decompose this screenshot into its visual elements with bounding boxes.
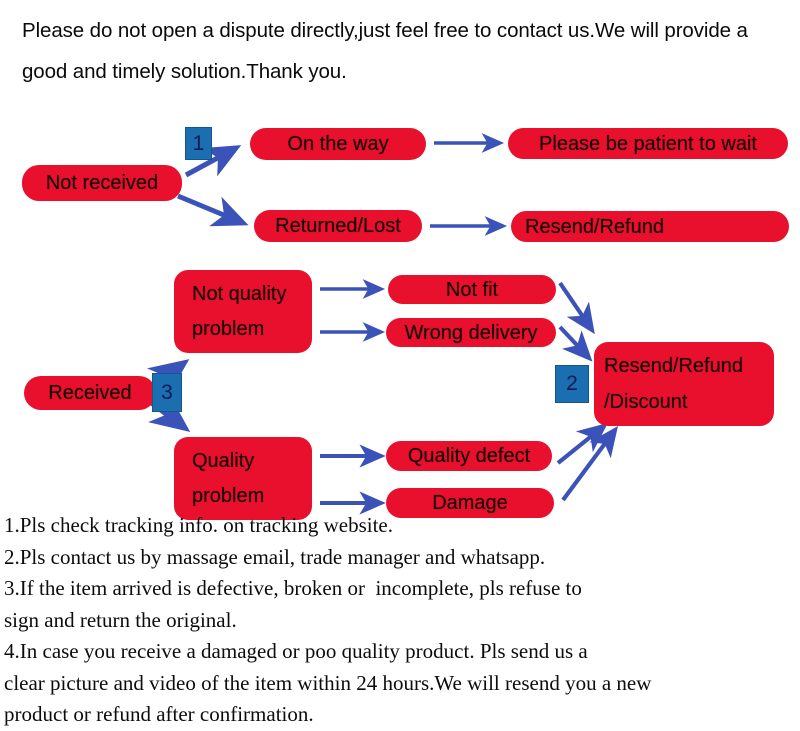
badge-step-3-label: 3	[161, 380, 173, 404]
node-resend-refund-discount[interactable]: Resend/Refund /Discount	[594, 342, 774, 426]
node-resend-refund[interactable]: Resend/Refund	[511, 211, 789, 242]
node-not-received[interactable]: Not received	[22, 165, 182, 201]
node-damage-label: Damage	[432, 492, 508, 514]
node-not-quality-problem-line1: Not quality	[192, 282, 287, 305]
header-disclaimer-text: Please do not open a dispute directly,ju…	[22, 19, 754, 83]
node-not-quality-problem[interactable]: Not quality problem	[174, 270, 312, 353]
node-not-fit-label: Not fit	[445, 278, 499, 301]
node-received-label: Received	[48, 382, 132, 404]
node-received[interactable]: Received	[24, 376, 156, 410]
node-please-be-patient-to-wait-label: Please be patient to wait	[539, 132, 757, 155]
node-quality-problem-line1: Quality	[192, 449, 255, 472]
node-not-received-label: Not received	[45, 172, 159, 194]
note-line: 2.Pls contact us by massage email, trade…	[4, 544, 546, 569]
note-line: clear picture and video of the item with…	[4, 670, 652, 695]
node-wrong-delivery-label: Wrong delivery	[404, 321, 538, 344]
node-quality-defect-label: Quality defect	[407, 445, 531, 467]
note-line: 4.In case you receive a damaged or poo q…	[4, 639, 588, 663]
node-please-be-patient-to-wait[interactable]: Please be patient to wait	[508, 128, 788, 159]
arrow-damage-to-resend-refund-discount	[561, 425, 619, 502]
arrow-not-fit-to-resend-refund-discount	[558, 281, 595, 335]
note-line: product or refund after confirmation.	[4, 702, 314, 726]
node-quality-problem-line2: problem	[192, 485, 265, 508]
node-wrong-delivery[interactable]: Wrong delivery	[386, 318, 556, 347]
arrow-wrong-delivery-to-resend-refund-discount	[558, 325, 593, 362]
node-resend-refund-discount-line2: /Discount	[604, 391, 688, 413]
note-line: sign and return the original.	[4, 607, 237, 632]
badge-step-1-label: 1	[192, 131, 205, 155]
arrow-not-received-to-returned-lost	[177, 193, 249, 227]
instruction-notes-list: 1.Pls check tracking info. on tracking w…	[4, 510, 800, 731]
node-not-fit[interactable]: Not fit	[388, 275, 556, 304]
note-line: 3.If the item arrived is defective, brok…	[4, 576, 582, 600]
node-quality-problem[interactable]: Quality problem	[174, 437, 312, 520]
node-returned-lost[interactable]: Returned/Lost	[254, 210, 422, 242]
badge-step-2-label: 2	[566, 372, 578, 395]
badge-step-3[interactable]: 3	[152, 373, 182, 412]
node-returned-lost-label: Returned/Lost	[275, 215, 401, 237]
node-on-the-way[interactable]: On the way	[250, 128, 426, 160]
node-damage[interactable]: Damage	[386, 488, 554, 518]
node-on-the-way-label: On the way	[287, 133, 389, 155]
node-resend-refund-discount-line1: Resend/Refund	[604, 355, 743, 377]
note-line: 1.Pls check tracking info. on tracking w…	[4, 513, 393, 537]
node-resend-refund-label: Resend/Refund	[525, 215, 664, 238]
badge-step-2[interactable]: 2	[555, 365, 589, 403]
arrow-quality-defect-to-resend-refund-discount	[556, 422, 608, 465]
dispute-flowchart: Not received 1 On the way Returned/Lost …	[22, 127, 789, 520]
badge-step-1[interactable]: 1	[185, 127, 212, 160]
node-quality-defect[interactable]: Quality defect	[386, 441, 552, 471]
node-not-quality-problem-line2: problem	[192, 318, 265, 341]
